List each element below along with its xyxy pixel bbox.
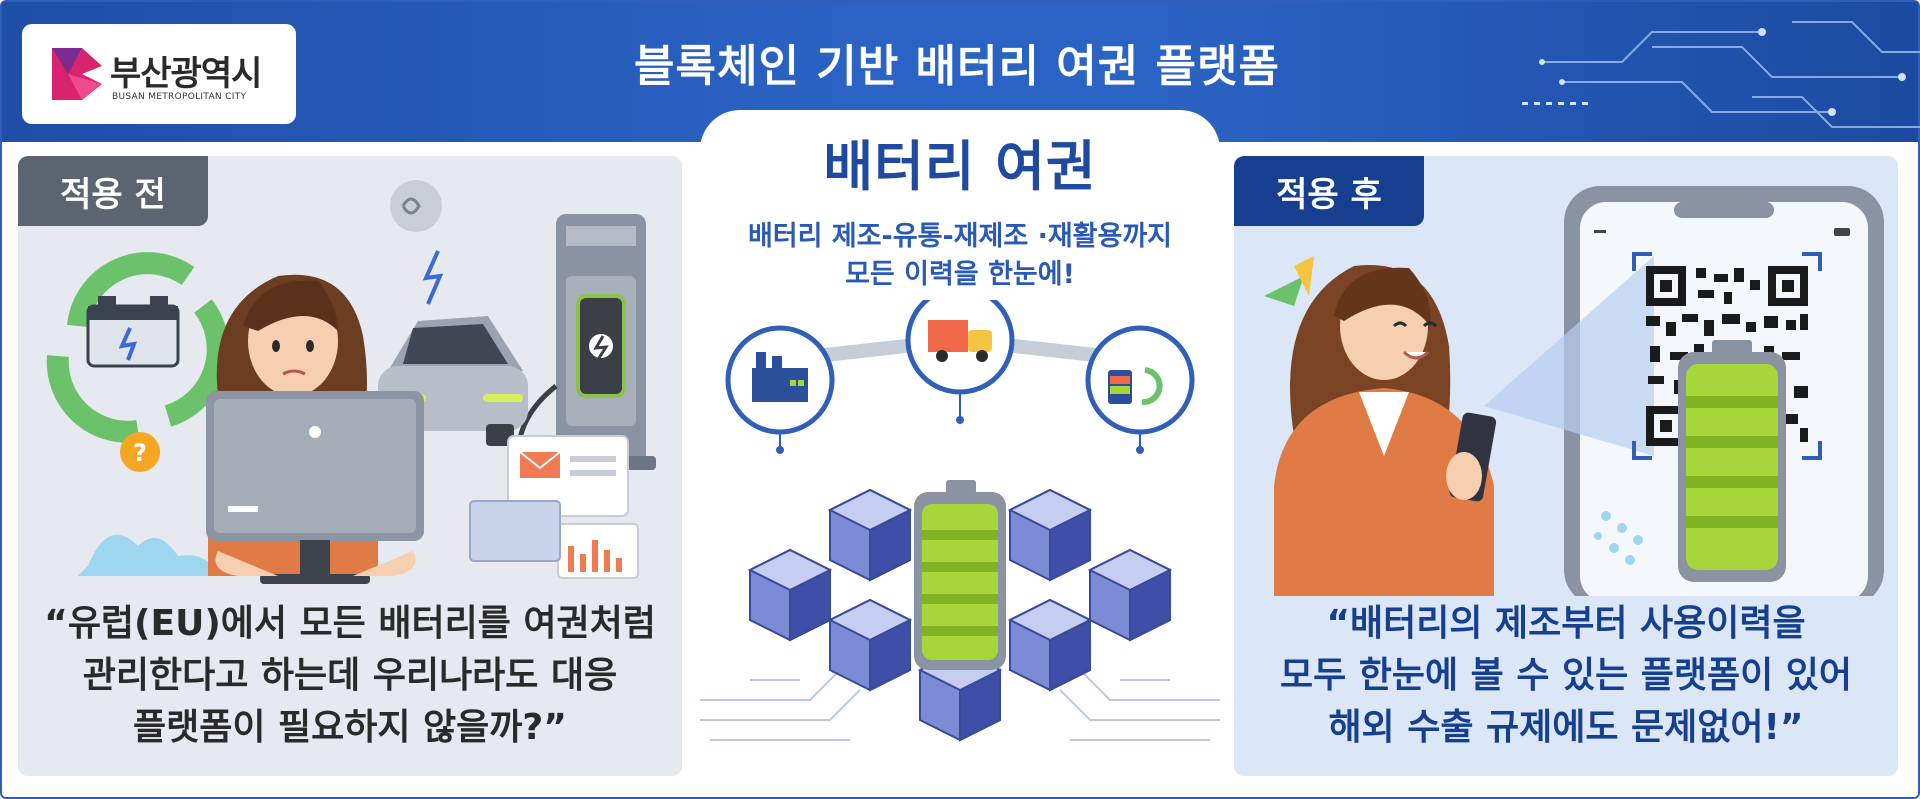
center-tab-shape xyxy=(700,110,1220,170)
blockchain-cubes xyxy=(747,488,1173,742)
busan-logo: 부산광역시 BUSAN METROPOLITAN CITY xyxy=(22,24,296,124)
subtitle-line-2: 모든 이력을 한눈에! xyxy=(845,259,1075,290)
before-quote-line-1: “유럽(EU)에서 모든 배터리를 여권처럼 xyxy=(44,603,656,644)
before-panel: 적용 전 ? xyxy=(18,156,682,776)
before-illustration: ? xyxy=(46,180,656,584)
battery-passport-subtitle: 배터리 제조-유통-재제조 ·재활용까지 모든 이력을 한눈에! xyxy=(680,218,1240,294)
circuit-decoration xyxy=(1522,21,1920,128)
recycle-icon xyxy=(1085,325,1195,435)
after-panel: 적용 후 xyxy=(1234,156,1898,776)
svg-text:?: ? xyxy=(133,439,147,467)
after-quote-line-1: “배터리의 제조부터 사용이력을 xyxy=(1326,603,1806,644)
before-quote-line-2: 관리한다고 하는데 우리나라도 대응 xyxy=(82,655,618,696)
after-quote-line-2: 모두 한눈에 볼 수 있는 플랫폼이 있어 xyxy=(1280,655,1852,696)
delivery-truck-icon xyxy=(905,300,1015,395)
factory-icon xyxy=(725,325,835,435)
after-label: 적용 후 xyxy=(1234,156,1424,226)
after-quote-line-3: 해외 수출 규제에도 문제없어!” xyxy=(1328,707,1804,748)
after-illustration xyxy=(1264,186,1884,596)
ev-charger-icon xyxy=(515,214,656,470)
battery-icon xyxy=(914,480,1006,670)
qr-code-icon xyxy=(1646,266,1808,446)
battery-passport-title: 배터리 여권 xyxy=(823,135,1097,198)
recycle-battery-icon xyxy=(46,252,229,443)
logo-name-english: BUSAN METROPOLITAN CITY xyxy=(112,92,247,102)
computer-monitor-icon xyxy=(206,391,424,584)
logo-name-korean: 부산광역시 xyxy=(110,54,262,94)
before-quote: “유럽(EU)에서 모든 배터리를 여권처럼 관리한다고 하는데 우리나라도 대… xyxy=(28,598,672,754)
battery-icon xyxy=(1678,340,1786,582)
subtitle-line-1: 배터리 제조-유통-재제조 ·재활용까지 xyxy=(747,221,1173,252)
page-title: 블록체인 기반 배터리 여권 플랫폼 xyxy=(634,41,1280,92)
before-quote-line-3: 플랫폼이 필요하지 않을까?” xyxy=(133,707,567,748)
happy-woman-figure xyxy=(1274,265,1497,596)
after-quote: “배터리의 제조부터 사용이력을 모두 한눈에 볼 수 있는 플랫폼이 있어 해… xyxy=(1244,598,1888,754)
busan-logo-icon xyxy=(52,48,102,100)
before-label: 적용 전 xyxy=(18,156,208,226)
blockchain-battery-illustration xyxy=(700,300,1220,742)
